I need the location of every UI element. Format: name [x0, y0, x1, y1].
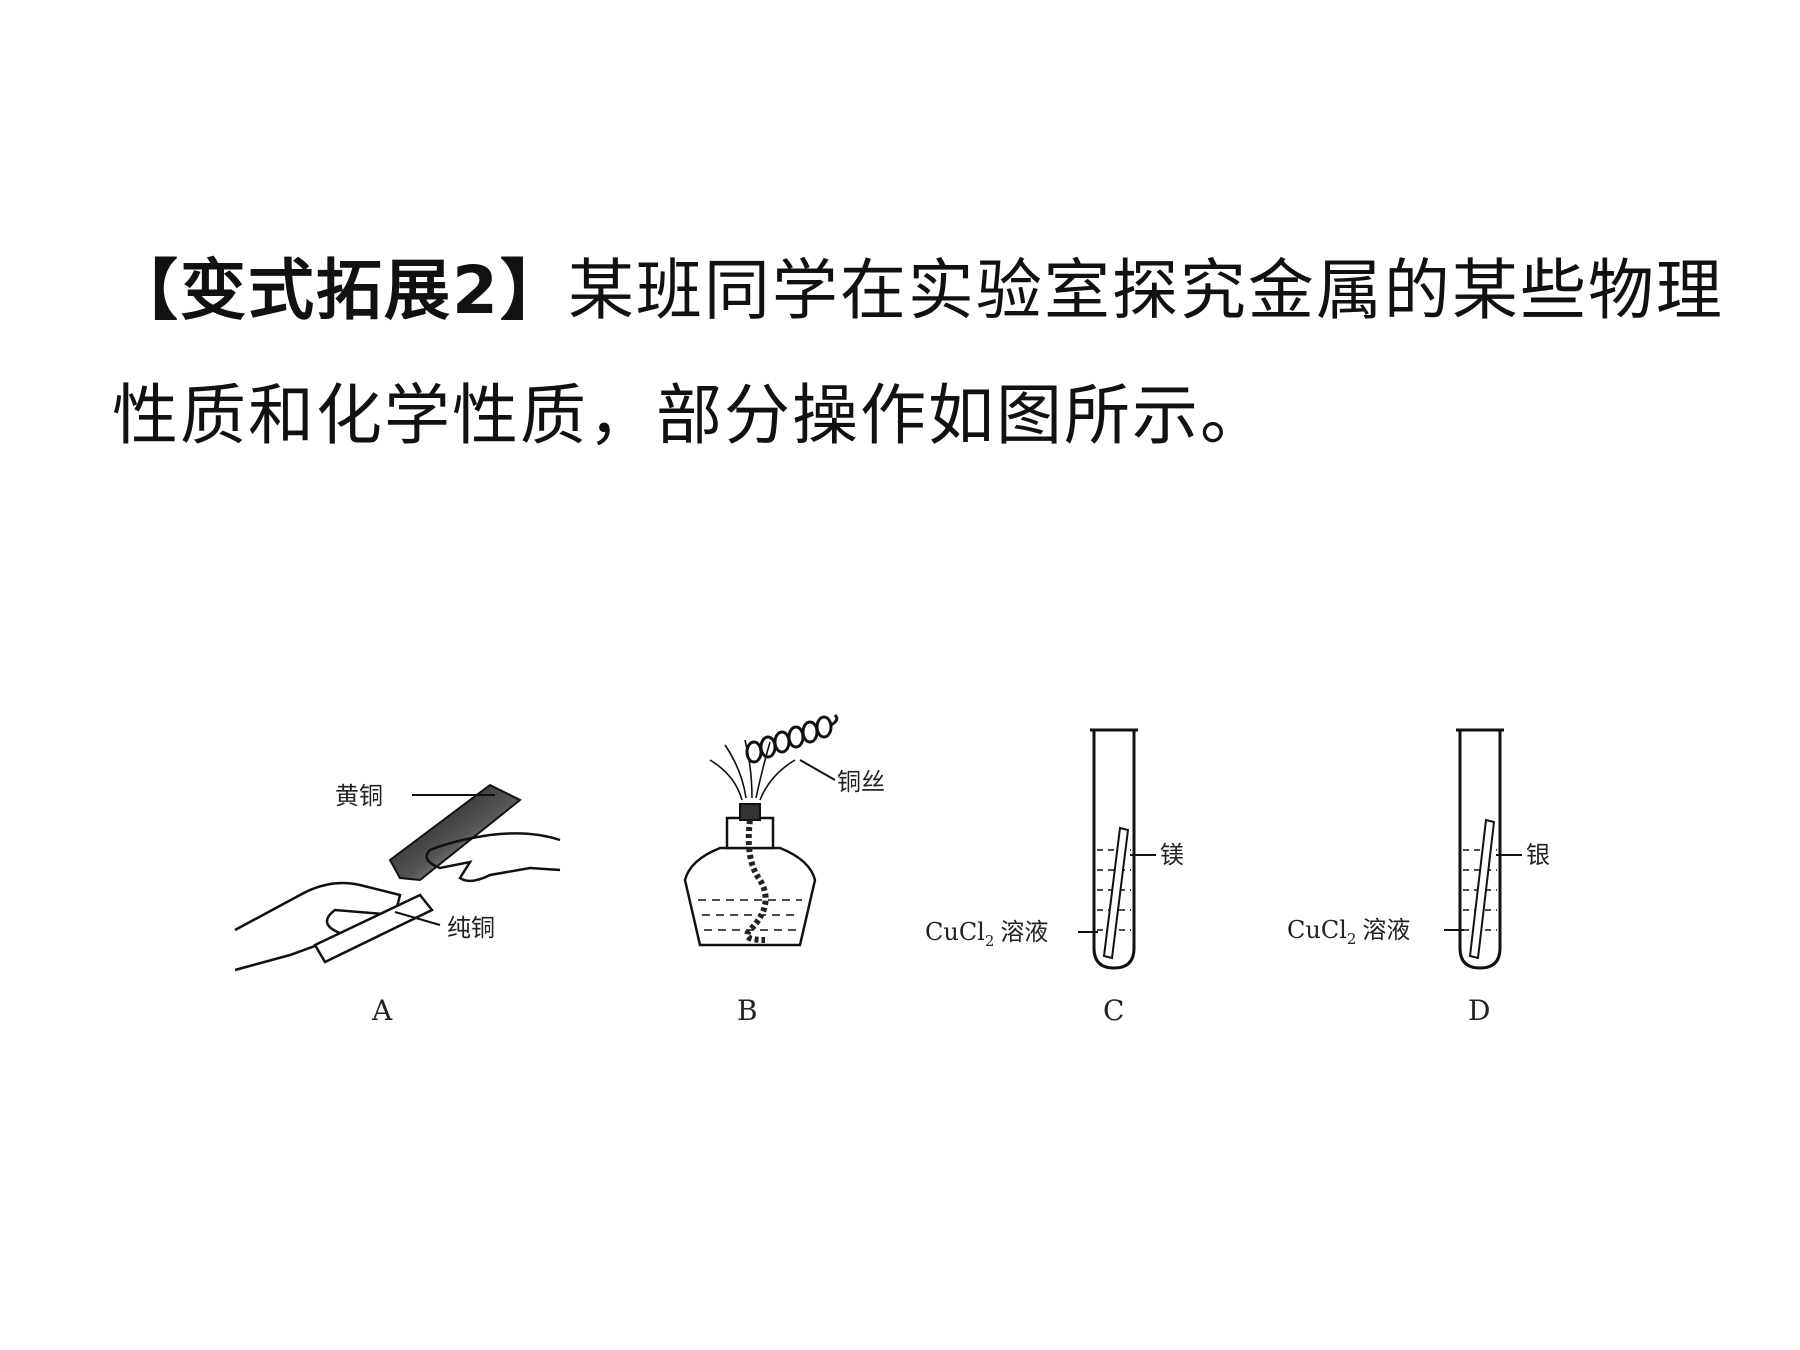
magnesium-strip [1102, 826, 1130, 960]
alcohol-lamp-body [683, 846, 817, 947]
test-tube-c [1092, 730, 1136, 970]
wick-holder [739, 803, 761, 821]
panel-label-b: B [737, 994, 758, 1027]
test-tube-d [1458, 730, 1502, 970]
problem-text: 某班同学在实验室探究金属的某些物理性质和化学性质，部分操作如图所示。 [112, 252, 1724, 454]
label-magnesium: 镁 [1160, 841, 1184, 869]
brass-strip [388, 783, 522, 882]
lamp-liquid [698, 899, 802, 931]
label-copper-wire: 铜丝 [837, 768, 885, 796]
copper-coil [745, 713, 839, 764]
panel-label-d: D [1468, 994, 1490, 1027]
experiment-figure: 黄铜 纯铜 A [234, 713, 1550, 1027]
wick [744, 819, 769, 943]
label-pure-copper: 纯铜 [447, 914, 495, 942]
right-hand [425, 832, 561, 883]
problem-tag: 【变式拓展2】 [112, 252, 568, 329]
label-brass: 黄铜 [335, 782, 383, 810]
flame [709, 739, 796, 801]
panel-a: 黄铜 纯铜 A [234, 782, 561, 1027]
silver-strip [1468, 818, 1496, 960]
panel-label-a: A [371, 994, 393, 1027]
panel-label-c: C [1103, 994, 1124, 1027]
problem-statement: 【变式拓展2】某班同学在实验室探究金属的某些物理性质和化学性质，部分操作如图所示… [112, 228, 1752, 478]
label-silver: 银 [1526, 841, 1550, 869]
pure-copper-strip [313, 893, 434, 964]
panel-b: 铜丝 B [683, 713, 885, 1027]
